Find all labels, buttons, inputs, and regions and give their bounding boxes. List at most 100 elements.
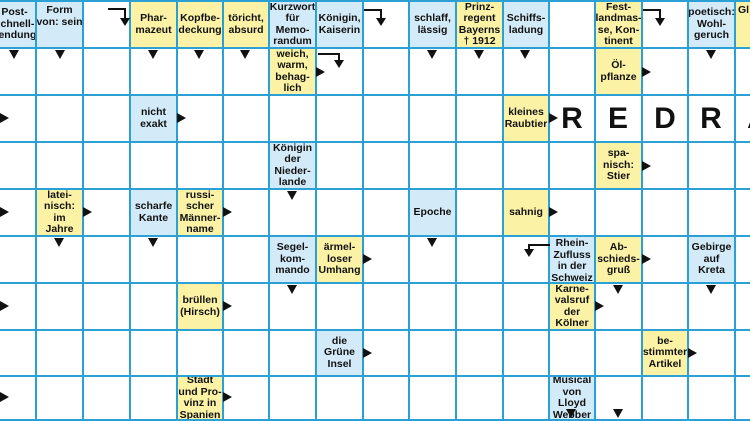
clue-spanisch-stier: spa-nisch:Stier [596, 143, 641, 188]
answer-letter[interactable]: E [607, 102, 628, 135]
arrow-right-icon [549, 113, 558, 123]
arrow-down-icon [240, 50, 250, 59]
grid-line [0, 235, 750, 237]
bent-arrow-icon [108, 8, 130, 28]
arrow-down-icon [427, 50, 437, 59]
grid-line [734, 0, 736, 421]
clue-schiffsladung: Schiffs-ladung [504, 2, 548, 47]
grid-line [0, 47, 750, 49]
arrow-down-icon [706, 285, 716, 294]
arrow-right-icon [642, 161, 651, 171]
arrow-down-icon [9, 50, 19, 59]
clue-oelpflanze: Öl-pflanze [596, 49, 641, 94]
arrow-down-icon [148, 50, 158, 59]
grid-line [35, 0, 37, 421]
clue-post-schnellsendung: Post-schnell-sendung [0, 2, 35, 47]
clue-epoche: Epoche [410, 190, 455, 235]
arrow-right-icon [177, 113, 186, 123]
clue-weich-warm-behaglich: weich,warm,behag-lich [270, 49, 315, 94]
grid-line [315, 0, 317, 421]
bent-arrow-icon [643, 9, 665, 29]
grid-line [0, 282, 750, 284]
arrow-right-icon [363, 348, 372, 358]
clue-bruellen-hirsch: brüllen(Hirsch) [178, 284, 222, 329]
arrow-down-icon [287, 285, 297, 294]
arrow-down-icon [566, 409, 576, 418]
arrow-down-icon [706, 50, 716, 59]
arrow-right-icon [642, 67, 651, 77]
grid-line [0, 375, 750, 377]
clue-sahnig: sahnig [504, 190, 548, 235]
arrow-right-icon [0, 301, 9, 311]
arrow-right-icon [595, 301, 604, 311]
grid-line [268, 0, 270, 421]
arrow-down-icon [287, 191, 297, 200]
arrow-right-icon [363, 254, 372, 264]
clue-festlandmasse-kontinent: Fest-landmas-se, Kon-tinent [596, 2, 641, 47]
grid-line [0, 0, 750, 2]
arrow-right-icon [223, 301, 232, 311]
grid-line [641, 0, 643, 421]
clue-abschiedsgruss: Ab-schieds-gruß [596, 237, 641, 282]
bent-arrow-icon [364, 9, 386, 29]
grid-line [502, 0, 504, 421]
grid-line [687, 0, 689, 421]
grid-line [176, 0, 178, 421]
arrow-down-icon [54, 238, 64, 247]
grid-line [408, 0, 410, 421]
arrow-right-icon [83, 207, 92, 217]
arrow-down-icon [613, 285, 623, 294]
clue-kopfbedeckung: Kopfbe-deckung [178, 2, 222, 47]
grid-line [0, 419, 750, 421]
grid-line [0, 141, 750, 143]
answer-letter[interactable]: R [700, 102, 722, 135]
grid-line [594, 0, 596, 421]
arrow-down-icon [613, 409, 623, 418]
answer-letter[interactable]: A [735, 96, 750, 142]
arrow-right-icon [549, 207, 558, 217]
arrow-right-icon [223, 207, 232, 217]
grid-line [362, 0, 364, 421]
bent-arrow-icon [520, 238, 550, 258]
clue-koenigin-kaiserin: Königin,Kaiserin [317, 2, 362, 47]
grid-line [455, 0, 457, 421]
arrow-right-icon [0, 392, 9, 402]
clue-toericht-absurd: töricht,absurd [224, 2, 268, 47]
arrow-right-icon [688, 348, 697, 358]
arrow-down-icon [148, 238, 158, 247]
arrow-down-icon [55, 50, 65, 59]
arrow-right-icon [642, 254, 651, 264]
clue-segelkommando: Segel-kom-mando [270, 237, 315, 282]
grid-line [0, 329, 750, 331]
grid-line [129, 0, 131, 421]
answer-letter[interactable]: D [654, 102, 676, 135]
arrow-down-icon [520, 50, 530, 59]
grid-line [0, 94, 750, 96]
arrow-down-icon [194, 50, 204, 59]
arrow-right-icon [0, 113, 9, 123]
arrow-right-icon [0, 207, 9, 217]
clue-pharmazeut: Phar-mazeut [131, 2, 176, 47]
bent-arrow-icon [318, 53, 344, 73]
arrow-right-icon [316, 67, 325, 77]
arrow-right-icon [223, 392, 232, 402]
arrow-down-icon [474, 50, 484, 59]
clue-schlaff-laessig: schlaff,lässig [410, 2, 455, 47]
answer-letter[interactable]: R [561, 102, 583, 135]
clue-poetisch-wohlgeruch: poetisch:Wohl-geruch [689, 2, 734, 47]
